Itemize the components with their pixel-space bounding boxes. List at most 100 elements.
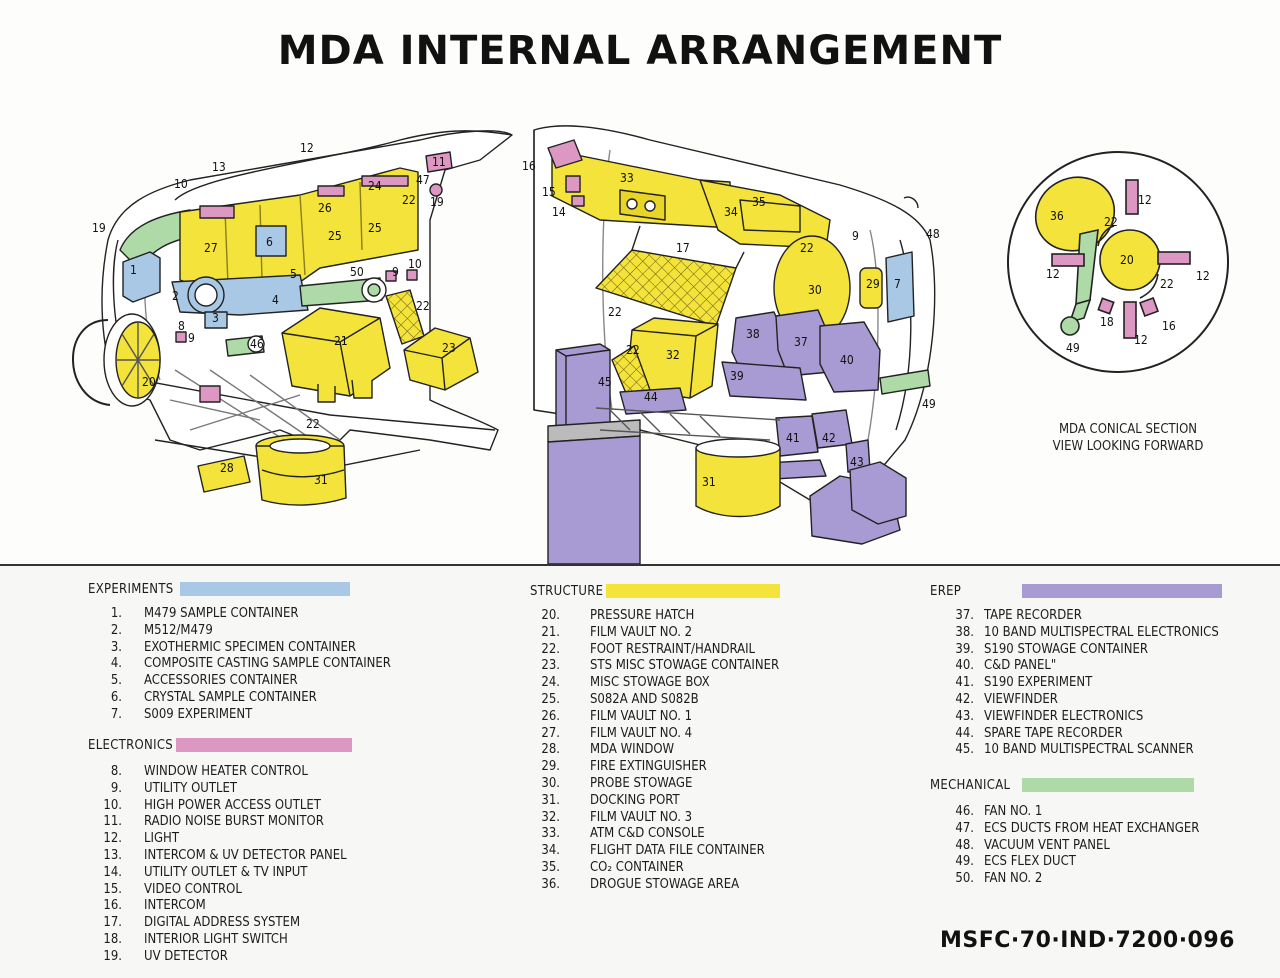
callout-label: 12 [1196, 269, 1210, 283]
legend-label: UTILITY OUTLET & TV INPUT [144, 864, 308, 880]
callout-label: 28 [220, 461, 234, 475]
legend-item: 31.DOCKING PORT [530, 793, 830, 810]
legend-label: CRYSTAL SAMPLE CONTAINER [144, 689, 317, 705]
legend-heading-label: ELECTRONICS [88, 738, 174, 753]
callout-label: 41 [786, 431, 800, 445]
section-divider [0, 564, 1280, 566]
callout-label: 27 [204, 241, 218, 255]
legend-label: FAN NO. 2 [984, 871, 1043, 887]
legend-number: 20. [541, 608, 560, 623]
legend-number: 47. [955, 820, 974, 836]
legend-label: MISC STOWAGE BOX [590, 675, 710, 691]
legend-item: 21.FILM VAULT NO. 2 [530, 625, 830, 642]
legend-number: 18. [103, 931, 122, 947]
legend-number: 37. [955, 608, 974, 623]
callout-label: 9 [852, 229, 859, 243]
callout-label: 23 [442, 341, 456, 355]
callout-labels: 1 2 3 4 5 6 8 9 9 10 10 11 12 13 19 19 2… [92, 141, 1210, 489]
legend-number: 12. [103, 831, 122, 847]
legend-number: 44. [955, 725, 974, 741]
callout-label: 44 [644, 390, 658, 404]
legend-label: LIGHT [144, 831, 179, 847]
callout-label: 43 [850, 455, 864, 469]
legend-color-swatch [1022, 584, 1222, 598]
legend-number: 16. [103, 898, 122, 914]
callout-label: 38 [746, 327, 760, 341]
callout-label: 25 [368, 221, 382, 235]
callout-label: 15 [542, 185, 556, 199]
callout-label: 3 [212, 311, 219, 325]
legend-item: 32.FILM VAULT NO. 3 [530, 810, 830, 827]
legend-number: 30. [541, 775, 560, 791]
legend-item: 25.S082A AND S082B [530, 692, 830, 709]
legend-item: 34.FLIGHT DATA FILE CONTAINER [530, 843, 830, 860]
callout-label: 4 [272, 293, 279, 307]
legend-list: 8.WINDOW HEATER CONTROL 9.UTILITY OUTLET… [88, 764, 388, 966]
legend-group-electronics: ELECTRONICS 8.WINDOW HEATER CONTROL 9.UT… [88, 736, 388, 966]
legend-heading-label: MECHANICAL [930, 778, 1011, 793]
legend-item: 30.PROBE STOWAGE [530, 776, 830, 793]
legend-label: RADIO NOISE BURST MONITOR [144, 814, 324, 830]
page-title: MDA INTERNAL ARRANGEMENT [277, 28, 1003, 74]
legend-label: S009 EXPERIMENT [144, 706, 253, 722]
legend-item: 5.ACCESSORIES CONTAINER [88, 673, 388, 690]
legend-number: 9. [110, 780, 122, 796]
legend-label: INTERCOM [144, 898, 206, 914]
callout-label: 16 [1162, 319, 1176, 333]
legend-item: 2.M512/M479 [88, 623, 388, 640]
callout-label: 12 [1138, 193, 1152, 207]
legend-item: 48.VACUUM VENT PANEL [930, 838, 1230, 855]
legend-item: 49.ECS FLEX DUCT [930, 854, 1230, 871]
callout-label: 16 [522, 159, 536, 173]
legend-item: 7.S009 EXPERIMENT [88, 707, 388, 724]
legend-item: 23.STS MISC STOWAGE CONTAINER [530, 658, 830, 675]
legend-item: 9.UTILITY OUTLET [88, 781, 388, 798]
legend-heading: EREP [930, 582, 1230, 602]
legend-group-mechanical: MECHANICAL 46.FAN NO. 1 47.ECS DUCTS FRO… [930, 776, 1230, 888]
legend-item: 44.SPARE TAPE RECORDER [930, 726, 1230, 743]
left-section-cutaway [72, 130, 513, 506]
legend-label: INTERIOR LIGHT SWITCH [144, 931, 288, 947]
legend-label: FILM VAULT NO. 4 [590, 725, 693, 741]
legend-label: TAPE RECORDER [984, 608, 1082, 623]
legend-heading-label: EREP [930, 584, 962, 599]
callout-label: 46 [250, 337, 264, 351]
conical-view-caption: MDA CONICAL SECTION VIEW LOOKING FORWARD [1018, 421, 1238, 455]
legend-label: MDA WINDOW [590, 742, 675, 758]
mda-illustration: 1 2 3 4 5 6 8 9 9 10 10 11 12 13 19 19 2… [72, 125, 1229, 565]
legend-item: 22.FOOT RESTRAINT/HANDRAIL [530, 642, 830, 659]
legend-label: FLIGHT DATA FILE CONTAINER [590, 843, 765, 859]
callout-label: 10 [174, 177, 188, 191]
callout-label: 19 [430, 195, 444, 209]
callout-label: 20 [142, 375, 156, 389]
legend-number: 21. [541, 624, 560, 640]
callout-label: 22 [1160, 277, 1174, 291]
legend-number: 38. [955, 624, 974, 640]
legend-item: 26.FILM VAULT NO. 1 [530, 709, 830, 726]
legend-item: 1.M479 SAMPLE CONTAINER [88, 606, 388, 623]
legend-label: 10 BAND MULTISPECTRAL ELECTRONICS [984, 624, 1219, 640]
legend-group-structure: STRUCTURE 20.PRESSURE HATCH 21.FILM VAUL… [530, 582, 830, 894]
callout-label: 22 [416, 299, 430, 313]
legend-label: DIGITAL ADDRESS SYSTEM [144, 915, 301, 931]
callout-label: 8 [178, 319, 185, 333]
callout-label: 18 [1100, 315, 1114, 329]
callout-label: 22 [306, 417, 320, 431]
legend-item: 3.EXOTHERMIC SPECIMEN CONTAINER [88, 640, 388, 657]
legend-number: 23. [541, 658, 560, 674]
legend-heading: ELECTRONICS [88, 736, 388, 756]
legend-item: 43.VIEWFINDER ELECTRONICS [930, 709, 1230, 726]
legend-label: ECS DUCTS FROM HEAT EXCHANGER [984, 820, 1200, 836]
legend-item: 6.CRYSTAL SAMPLE CONTAINER [88, 690, 388, 707]
legend-number: 22. [541, 641, 560, 657]
legend-number: 33. [541, 826, 560, 842]
callout-label: 22 [1104, 215, 1118, 229]
callout-label: 47 [416, 173, 430, 187]
callout-label: 42 [822, 431, 836, 445]
legend-color-swatch [176, 738, 352, 752]
callout-label: 49 [922, 397, 936, 411]
legend-list: 37. TAPE RECORDER 38. 10 BAND MULTISPECTRA… [930, 608, 1230, 759]
legend-item: 17.DIGITAL ADDRESS SYSTEM [88, 915, 388, 932]
legend-number: 32. [541, 809, 560, 825]
legend-number: 39. [955, 641, 974, 657]
